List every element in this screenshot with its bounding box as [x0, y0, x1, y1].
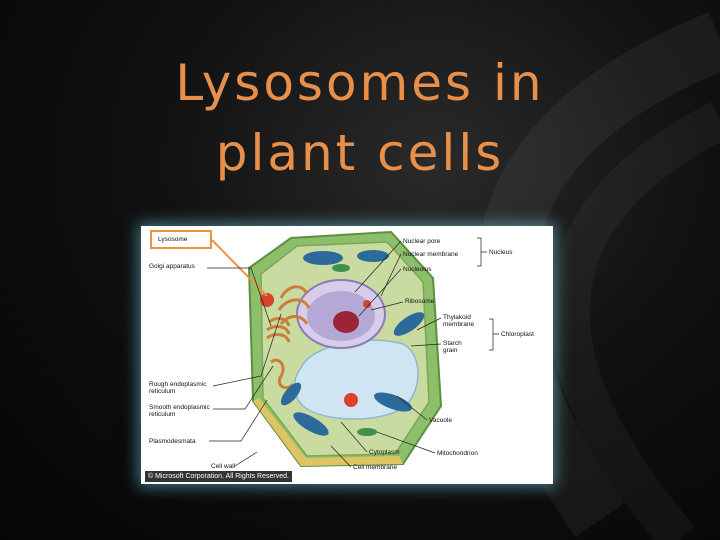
plant-cell-diagram: Lysosome Golgi apparatus Rough endoplasm…: [141, 226, 553, 484]
lysosome-2: [344, 393, 358, 407]
label-vacuole: Vacuole: [429, 417, 453, 424]
plant-cell-illustration: [207, 230, 499, 468]
chloroplast-1: [303, 251, 343, 265]
rough-er-shape: [277, 285, 311, 326]
mitochondrion-2: [332, 264, 350, 272]
label-plasmodesmata: Plasmodesmata: [149, 438, 196, 445]
mitochondrion-1: [357, 428, 377, 436]
chloroplast-2: [357, 250, 389, 262]
label-starch-grain: Starch grain: [443, 340, 462, 354]
nucleolus-shape: [333, 311, 359, 333]
label-nuclear-membrane: Nuclear membrane: [403, 251, 459, 258]
chloroplast-4: [374, 392, 412, 412]
label-smooth-er: Smooth endoplasmic reticulum: [149, 404, 210, 418]
golgi-shape: [266, 317, 291, 343]
label-ribosome: Ribosome: [405, 298, 435, 305]
chloroplast-3: [393, 312, 425, 336]
label-cell-membrane: Cell membrane: [353, 464, 398, 471]
chloroplast-6: [280, 382, 302, 406]
title-line-2: plant cells: [215, 124, 505, 182]
smooth-er-shape: [270, 358, 295, 390]
copyright-notice: © Microsoft Corporation. All Rights Rese…: [145, 471, 292, 482]
title-line-1: Lysosomes in: [175, 54, 545, 112]
label-chloroplast: Chloroplast: [501, 331, 534, 338]
label-cell-wall: Cell wall: [211, 463, 236, 470]
lysosome-3: [363, 300, 371, 308]
label-thylakoid-membrane: Thylakoid membrane: [443, 314, 475, 328]
slide-title: Lysosomes in plant cells: [0, 48, 720, 188]
label-mitochondrion: Mitochondrion: [437, 450, 478, 457]
chloroplast-5: [293, 412, 329, 436]
lysosome-highlight-box: [150, 230, 212, 249]
label-nucleolus: Nucleolus: [403, 266, 432, 273]
label-golgi-apparatus: Golgi apparatus: [149, 263, 195, 270]
label-nuclear-pore: Nuclear pore: [403, 238, 441, 245]
label-rough-er: Rough endoplasmic reticulum: [149, 381, 207, 395]
label-lysosome: Lysosome: [158, 236, 188, 243]
label-nucleus: Nucleus: [489, 249, 513, 256]
cell-wall-front-face: [253, 398, 403, 466]
label-cytoplasm: Cytoplasm: [369, 449, 400, 456]
